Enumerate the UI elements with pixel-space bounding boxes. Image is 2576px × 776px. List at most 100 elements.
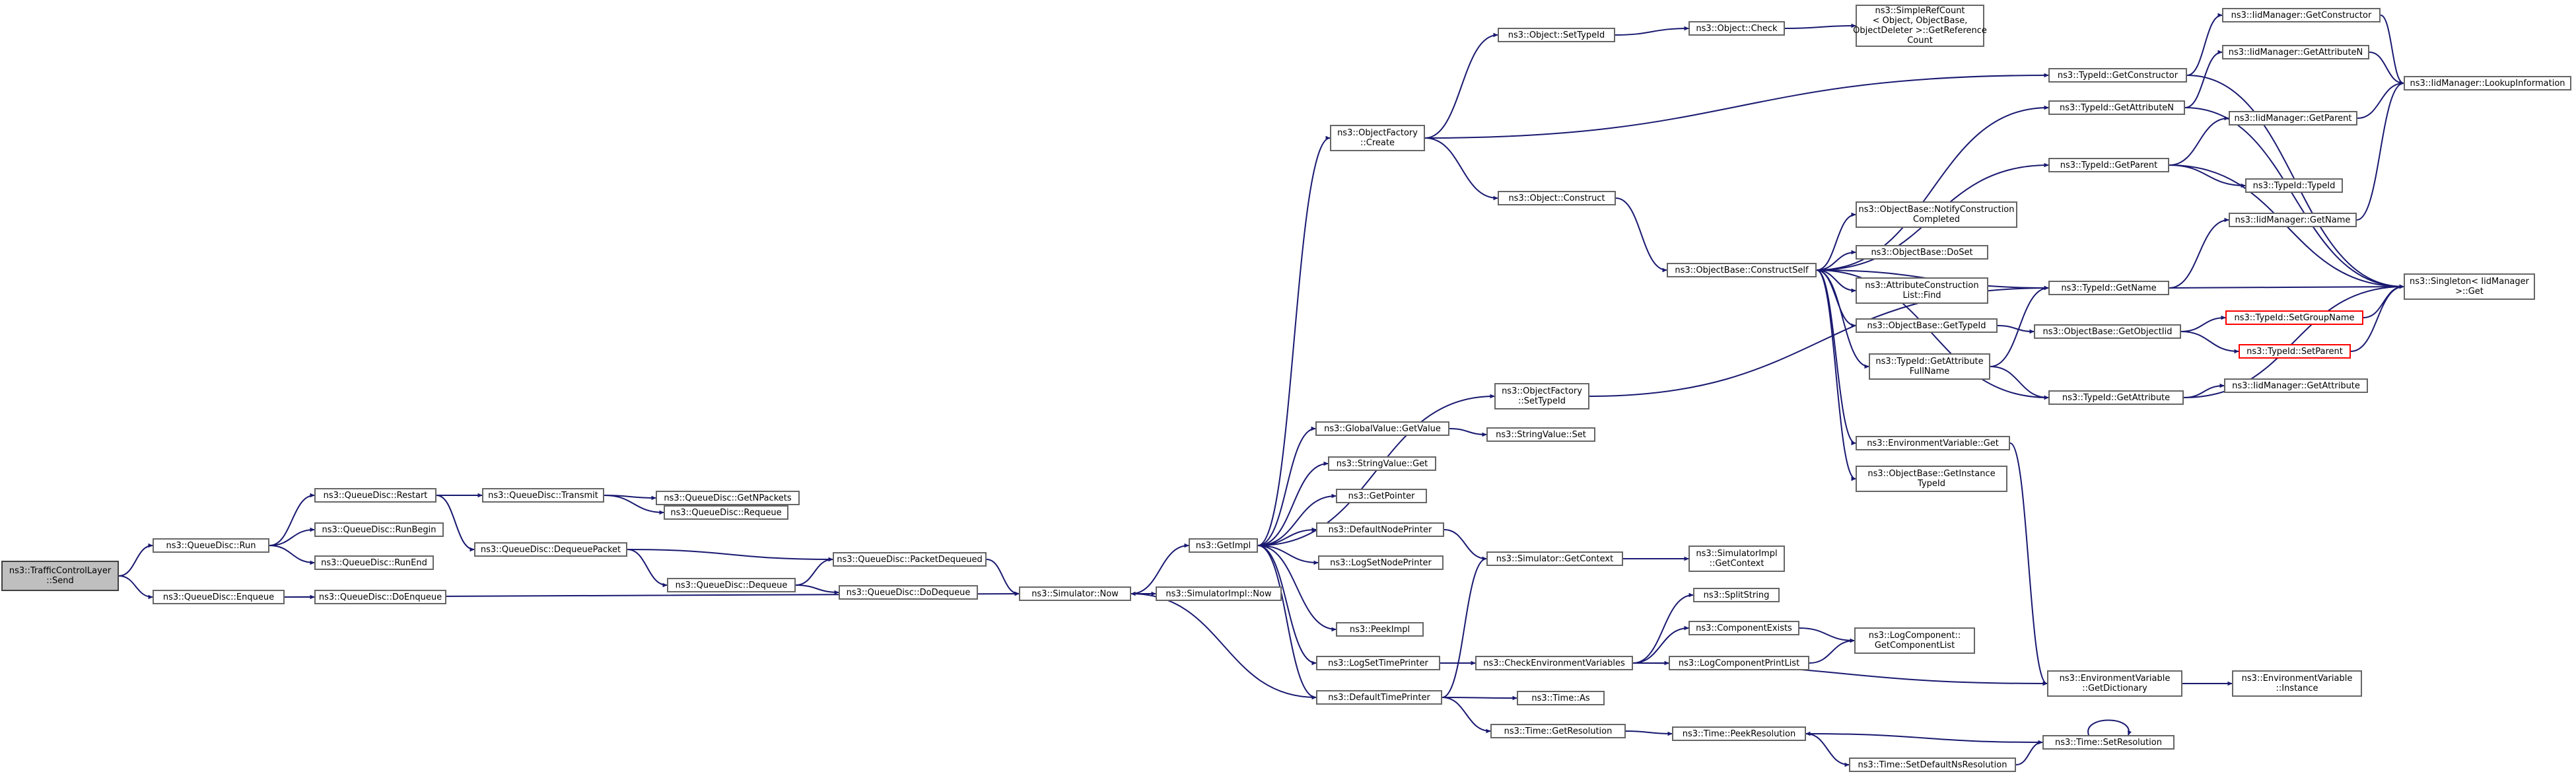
node-time-as[interactable]: ns3::Time::As — [1517, 691, 1605, 705]
node-typeid-typeid[interactable]: ns3::TypeId::TypeId — [2245, 178, 2343, 193]
node-typeid-getattributen[interactable]: ns3::TypeId::GetAttributeN — [2048, 100, 2185, 115]
node-qd-getnpackets[interactable]: ns3::QueueDisc::GetNPackets — [656, 491, 800, 505]
node-label-line: GetComponentList — [1874, 641, 1955, 651]
node-time-setdefaultnsresolution[interactable]: ns3::Time::SetDefaultNsResolution — [1849, 758, 2016, 772]
node-iidmgr-getattributen[interactable]: ns3::IidManager::GetAttributeN — [2222, 45, 2369, 59]
node-simimpl-getcontext[interactable]: ns3::SimulatorImpl::GetContext — [1688, 546, 1785, 572]
node-objbase-getobjectiid[interactable]: ns3::ObjectBase::GetObjectIid — [2034, 324, 2181, 339]
node-typeid-getconstructor[interactable]: ns3::TypeId::GetConstructor — [2048, 68, 2187, 83]
node-qd-packetdequeued[interactable]: ns3::QueueDisc::PacketDequeued — [833, 552, 987, 567]
node-label-line: ns3::TrafficControlLayer — [9, 566, 112, 576]
node-envvar-instance[interactable]: ns3::EnvironmentVariable::Instance — [2232, 670, 2362, 697]
edge-time-setresolution-to-time-peekresolution — [1806, 734, 2043, 743]
edge-typeid-getattrfullname-to-typeid-getname — [1990, 288, 2048, 367]
node-qd-restart[interactable]: ns3::QueueDisc::Restart — [314, 488, 436, 503]
node-iidmgr-getname[interactable]: ns3::IidManager::GetName — [2229, 213, 2357, 227]
node-objfactory-settypeid[interactable]: ns3::ObjectFactory::SetTypeId — [1494, 383, 1589, 409]
node-qd-enqueue[interactable]: ns3::QueueDisc::Enqueue — [153, 590, 285, 604]
node-singleton-get[interactable]: ns3::Singleton< IidManager >::Get — [2404, 273, 2535, 300]
node-label-line: ns3::Time::As — [1531, 693, 1590, 703]
node-label-line: ns3::StringValue::Get — [1336, 458, 1428, 469]
edge-qd-dequeue-to-qd-packetdequeued — [795, 559, 833, 586]
node-iidmgr-lookupinformation[interactable]: ns3::IidManager::LookupInformation — [2404, 76, 2571, 90]
node-label-line: ns3::EnvironmentVariable::Get — [1867, 438, 1999, 448]
node-envvar-get[interactable]: ns3::EnvironmentVariable::Get — [1856, 436, 2010, 450]
node-typeid-getname[interactable]: ns3::TypeId::GetName — [2048, 281, 2169, 295]
node-label-line: ns3::LogSetTimePrinter — [1328, 658, 1428, 668]
node-getimpl[interactable]: ns3::GetImpl — [1189, 538, 1258, 553]
node-qd-runbegin[interactable]: ns3::QueueDisc::RunBegin — [314, 522, 444, 537]
node-label-line: ns3::QueueDisc::PacketDequeued — [837, 554, 983, 565]
node-label-line: ns3::Object::Check — [1696, 23, 1778, 34]
node-object-settypeid[interactable]: ns3::Object::SetTypeId — [1498, 28, 1615, 42]
node-label-line: ns3::IidManager::GetAttributeN — [2228, 47, 2363, 57]
node-stringvalue-get[interactable]: ns3::StringValue::Get — [1328, 456, 1436, 471]
edge-defaulttimeprinter-to-simulator-getcontext — [1442, 559, 1486, 698]
node-qd-runend[interactable]: ns3::QueueDisc::RunEnd — [314, 555, 434, 570]
node-iidmgr-getconstructor[interactable]: ns3::IidManager::GetConstructor — [2222, 8, 2381, 22]
node-objbase-constructself[interactable]: ns3::ObjectBase::ConstructSelf — [1667, 263, 1817, 277]
node-sim-now[interactable]: ns3::Simulator::Now — [1019, 586, 1131, 601]
node-splitstring[interactable]: ns3::SplitString — [1693, 588, 1780, 602]
node-logcomponent-getlist[interactable]: ns3::LogComponent::GetComponentList — [1854, 627, 1975, 654]
node-label-line: ns3::IidManager::GetParent — [2234, 113, 2352, 123]
node-simimpl-now[interactable]: ns3::SimulatorImpl::Now — [1156, 586, 1282, 601]
node-iidmgr-getattribute[interactable]: ns3::IidManager::GetAttribute — [2224, 378, 2368, 393]
edge-typeid-setparent-to-singleton-get — [2350, 287, 2404, 352]
node-globalvalue-getvalue[interactable]: ns3::GlobalValue::GetValue — [1315, 421, 1449, 436]
node-typeid-setgroupname[interactable]: ns3::TypeId::SetGroupName — [2225, 310, 2363, 325]
node-label-line: ns3::ObjectBase::DoSet — [1871, 247, 1973, 258]
node-label-line: ns3::GlobalValue::GetValue — [1324, 423, 1441, 434]
node-label-line: ns3::TypeId::SetParent — [2246, 346, 2343, 357]
node-componentexists[interactable]: ns3::ComponentExists — [1688, 621, 1799, 635]
node-objfactory-create[interactable]: ns3::ObjectFactory::Create — [1330, 125, 1425, 151]
node-envvar-getdictionary[interactable]: ns3::EnvironmentVariable::GetDictionary — [2047, 670, 2182, 697]
node-typeid-getparent[interactable]: ns3::TypeId::GetParent — [2048, 158, 2169, 172]
node-label-line: ns3::Time::SetDefaultNsResolution — [1858, 759, 2007, 770]
node-stringvalue-set[interactable]: ns3::StringValue::Set — [1486, 427, 1595, 442]
node-object-check[interactable]: ns3::Object::Check — [1688, 21, 1785, 36]
node-label-line: ns3::LogComponentPrintList — [1678, 658, 1800, 668]
node-typeid-setparent[interactable]: ns3::TypeId::SetParent — [2239, 344, 2351, 359]
node-label-line: ns3::QueueDisc::Transmit — [488, 490, 598, 501]
node-label-line: ns3::LogSetNodePrinter — [1330, 557, 1432, 568]
node-qd-run[interactable]: ns3::QueueDisc::Run — [153, 538, 269, 553]
node-checkenvvars[interactable]: ns3::CheckEnvironmentVariables — [1475, 656, 1633, 670]
node-typeid-getattribute[interactable]: ns3::TypeId::GetAttribute — [2048, 390, 2184, 405]
node-time-peekresolution[interactable]: ns3::Time::PeekResolution — [1672, 726, 1806, 741]
node-iidmgr-getparent[interactable]: ns3::IidManager::GetParent — [2229, 111, 2357, 125]
node-label-line: ns3::Simulator::Now — [1031, 588, 1119, 599]
node-qd-dodequeue[interactable]: ns3::QueueDisc::DoDequeue — [839, 585, 978, 600]
node-simplerefcount[interactable]: ns3::SimpleRefCount< Object, ObjectBase,… — [1853, 5, 1987, 47]
node-defaultnodeprinter[interactable]: ns3::DefaultNodePrinter — [1316, 522, 1444, 537]
edge-time-peekresolution-to-time-setdefaultnsresolution — [1805, 733, 1849, 765]
node-objbase-doset[interactable]: ns3::ObjectBase::DoSet — [1856, 245, 1988, 260]
node-time-setresolution[interactable]: ns3::Time::SetResolution — [2042, 735, 2175, 750]
node-label-line: ns3::ObjectBase::GetTypeId — [1867, 320, 1986, 331]
node-qd-requeue[interactable]: ns3::QueueDisc::Requeue — [664, 505, 788, 520]
node-label-line: ns3::QueueDisc::Enqueue — [162, 592, 275, 602]
node-getpointer[interactable]: ns3::GetPointer — [1336, 489, 1427, 503]
node-label-line: TypeId — [1918, 479, 1945, 489]
node-label-line: ns3::AttributeConstruction — [1865, 281, 1979, 291]
node-time-getresolution[interactable]: ns3::Time::GetResolution — [1490, 724, 1626, 738]
node-label-line: ns3::TypeId::GetParent — [2060, 160, 2158, 170]
node-qd-doenqueue[interactable]: ns3::QueueDisc::DoEnqueue — [314, 590, 446, 604]
edge-typeid-getparent-to-iidmgr-getparent — [2169, 118, 2229, 166]
node-qd-dequeue[interactable]: ns3::QueueDisc::Dequeue — [667, 578, 796, 592]
node-qd-dequeuepacket[interactable]: ns3::QueueDisc::DequeuePacket — [474, 542, 627, 557]
node-qd-transmit[interactable]: ns3::QueueDisc::Transmit — [482, 488, 604, 503]
node-object-construct[interactable]: ns3::Object::Construct — [1498, 191, 1616, 205]
node-logsettimeprinter[interactable]: ns3::LogSetTimePrinter — [1316, 656, 1440, 670]
node-logsetnodeprinter[interactable]: ns3::LogSetNodePrinter — [1318, 555, 1444, 570]
node-peekimpl[interactable]: ns3::PeekImpl — [1336, 622, 1424, 637]
node-objbase-gettypeid[interactable]: ns3::ObjectBase::GetTypeId — [1856, 318, 1998, 333]
node-logcomponentprintlist[interactable]: ns3::LogComponentPrintList — [1669, 656, 1809, 670]
node-label-line: ns3::EnvironmentVariable — [2059, 674, 2171, 684]
node-simulator-getcontext[interactable]: ns3::Simulator::GetContext — [1486, 551, 1623, 566]
node-defaulttimeprinter[interactable]: ns3::DefaultTimePrinter — [1316, 690, 1442, 705]
